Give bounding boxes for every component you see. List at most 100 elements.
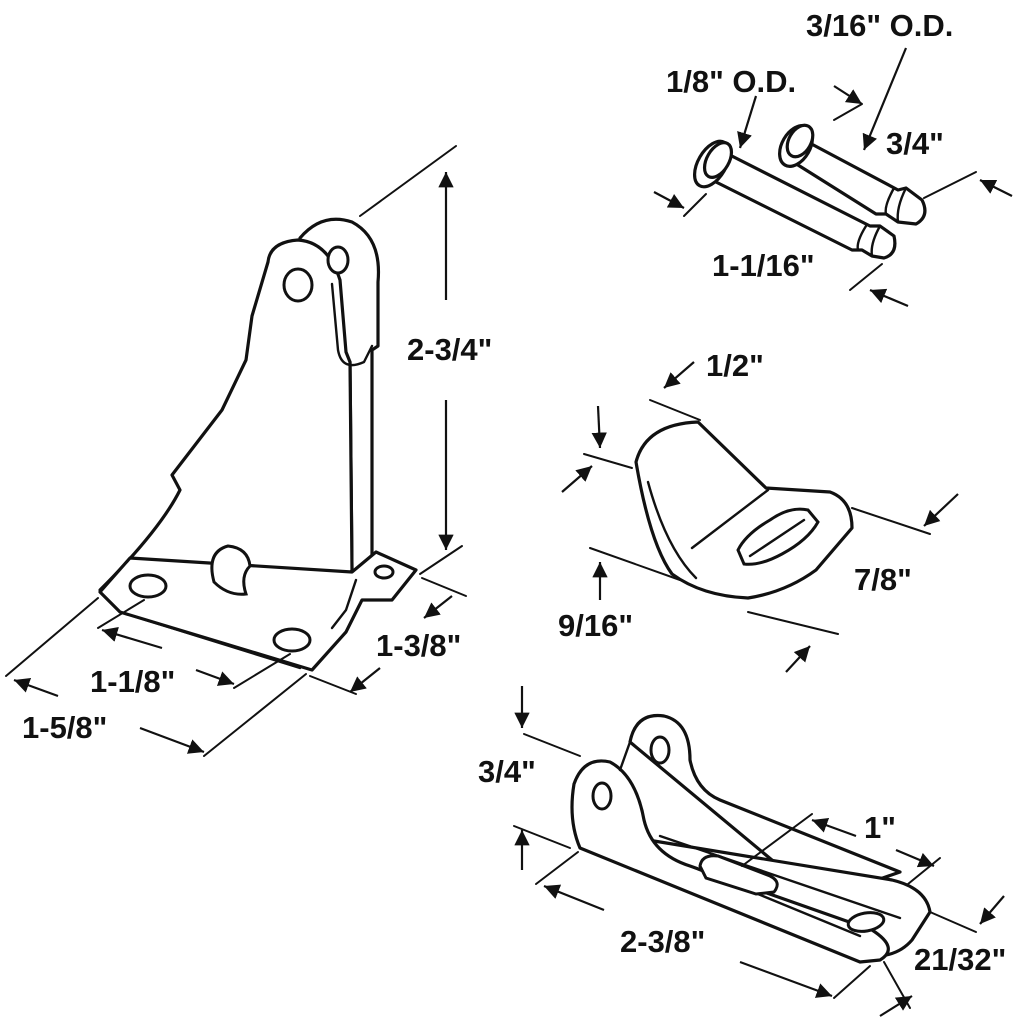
bracket-base-plate <box>98 550 418 672</box>
dim-ext-depth-bottom <box>309 675 357 695</box>
dim-line-width-right <box>139 726 205 754</box>
bracket-pivot-hole-back <box>326 245 350 275</box>
bracket-edge-line <box>348 366 354 570</box>
pin-small-groove <box>856 224 868 252</box>
tab-body <box>634 420 854 600</box>
dim-ext-small-length-right <box>849 263 883 291</box>
label-bracket-base-width: 1-5/8" <box>22 710 108 745</box>
dim-line-spacing-left <box>101 627 163 650</box>
pin-small-head-inner <box>702 141 734 179</box>
dim-ext-large-length <box>923 171 977 199</box>
clevis-end-hole <box>846 911 886 933</box>
label-clevis-slot-offset: 1" <box>864 810 896 845</box>
dim-leader-od-small <box>737 95 758 149</box>
dim-line-tab-thickness-top <box>591 405 607 449</box>
pin-large-groove <box>884 186 896 216</box>
clevis-slot <box>698 854 779 896</box>
label-pin-small-length: 1-1/16" <box>712 248 815 283</box>
dim-line-clevis-slot-left <box>811 818 857 838</box>
label-tab-length: 7/8" <box>854 562 912 597</box>
label-pin-small-od: 1/8" O.D. <box>666 64 797 99</box>
dim-ext-od-large <box>833 103 863 121</box>
dim-ext-depth-top <box>421 577 467 597</box>
dim-ext-height-top <box>359 145 457 217</box>
stop-tab <box>561 361 959 673</box>
dim-ext-spacing-left <box>97 599 145 629</box>
bracket-keyhole-slot <box>210 544 252 596</box>
dim-line-od-large-a <box>833 85 863 105</box>
dim-ext-tab-length <box>851 507 931 535</box>
dim-ext-tab-thickness <box>583 453 633 469</box>
dim-line-clevis-length-left <box>543 884 605 912</box>
dim-line-depth-lower <box>349 667 381 693</box>
dim-line-small-length-right <box>869 288 909 308</box>
clevis-ear-back <box>628 713 902 902</box>
dim-ext-clevis-height-bottom <box>513 825 571 849</box>
dim-ext-clevis-length-right <box>833 965 871 999</box>
dim-ext-width-left <box>5 597 99 677</box>
dim-line-large-length <box>979 179 1013 197</box>
clevis-hole-back <box>649 735 671 765</box>
clevis-ear-front <box>570 759 890 964</box>
dim-leader-od-large <box>862 47 908 151</box>
label-bracket-height: 2-3/4" <box>407 332 493 367</box>
clevis-pins <box>653 47 1013 308</box>
dim-ext-clevis-length-left <box>535 851 579 885</box>
pin-small-tip-edge <box>870 224 882 258</box>
dim-ext-tab-height-left <box>589 547 681 581</box>
dim-ext-clevis-slot-left <box>741 813 813 867</box>
dim-line-tab-top <box>663 361 695 389</box>
clevis-floor-fold <box>658 834 902 920</box>
dim-line-depth-upper <box>423 595 453 619</box>
dim-ext-clevis-slot-right <box>907 857 941 885</box>
bracket-mount-hole-left <box>128 573 168 599</box>
dim-ext-clevis-height-top <box>523 733 581 757</box>
tab-bend-line <box>690 488 770 550</box>
label-bracket-hole-spacing: 1-1/8" <box>90 664 176 699</box>
dim-ext-tab-top <box>649 399 701 421</box>
dim-line-tab-thickness-bottom <box>561 465 593 493</box>
bracket-mount-hole-rear <box>373 564 395 580</box>
dim-line-clevis-slot-right <box>895 848 935 868</box>
clevis-ear-edge <box>618 740 632 772</box>
pin-small-shaft <box>706 148 897 260</box>
label-pin-large-length: 3/4" <box>886 126 944 161</box>
clevis-hole-front <box>591 781 613 811</box>
dim-ext-width-right <box>203 673 307 757</box>
dim-line-tab-height-right <box>785 645 811 673</box>
dim-ext-spacing-right <box>233 653 291 689</box>
bracket-gusset <box>98 238 354 602</box>
label-clevis-width: 21/32" <box>914 942 1007 977</box>
dim-ext-clevis-width-bottom <box>883 961 911 1009</box>
pin-large-tip-edge <box>896 186 908 224</box>
dim-line-width-left <box>13 678 59 698</box>
clevis-bracket <box>513 686 1005 1017</box>
pin-large-head-inner <box>785 123 815 159</box>
bracket-fold-line <box>330 282 374 367</box>
label-bracket-base-depth: 1-3/8" <box>376 628 462 663</box>
tab-edge-front <box>646 480 698 580</box>
dim-line-tab-length <box>923 493 959 527</box>
mounting-bracket <box>5 145 467 757</box>
tab-slot-inner <box>748 518 806 558</box>
dim-ext-height-bottom <box>419 545 463 575</box>
dim-ext-tab-height-right <box>747 611 839 635</box>
dim-ext-small-length-left <box>683 193 707 217</box>
dim-line-clevis-width-top <box>979 895 1005 925</box>
bracket-mount-hole-right <box>272 627 312 653</box>
label-clevis-height: 3/4" <box>478 754 536 789</box>
label-pin-large-od: 3/16" O.D. <box>806 8 954 43</box>
bracket-base-edge <box>118 610 302 670</box>
bracket-bend-line <box>330 578 358 630</box>
label-clevis-length: 2-3/8" <box>620 924 706 959</box>
dim-ext-clevis-width-top <box>929 911 977 933</box>
label-tab-top-width: 1/2" <box>706 348 764 383</box>
dim-line-small-length-left <box>653 191 685 209</box>
dim-line-spacing-right <box>195 668 235 686</box>
label-tab-height: 9/16" <box>558 608 634 643</box>
dim-line-clevis-width-bottom <box>879 995 913 1017</box>
bracket-pivot-hole-front <box>282 267 314 303</box>
dim-line-clevis-length-right <box>739 960 833 998</box>
